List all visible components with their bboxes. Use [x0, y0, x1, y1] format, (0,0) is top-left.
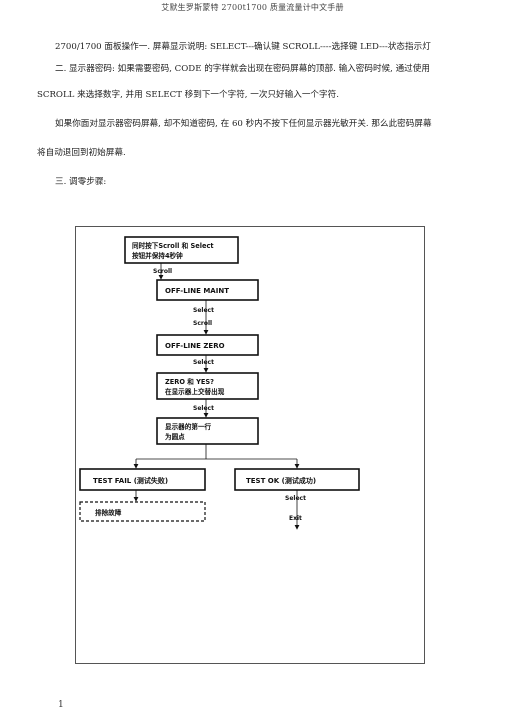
- flow-box-zero-yes-line1: ZERO 和 YES?: [165, 377, 214, 386]
- flow-box-offline-maint: [156, 279, 259, 301]
- flow-box-zero-yes: [156, 372, 259, 400]
- flow-box-first-line-dots-line2: 为圆点: [165, 432, 185, 441]
- paragraph-password-2: SCROLL 来选择数字, 并用 SELECT 移到下一个字符, 一次只好输入一…: [37, 90, 339, 100]
- flow-label-select-3: Select: [193, 405, 214, 412]
- flow-box-troubleshoot-text: 排除故障: [95, 508, 122, 517]
- paragraph-password-4: 将自动退回到初始屏幕.: [37, 148, 126, 158]
- flow-label-scroll-1: Scroll: [153, 268, 172, 275]
- flow-box-zero-yes-line2: 在显示器上交替出现: [165, 387, 225, 396]
- flow-box-test-fail-text: TEST FAIL (测试失败): [93, 476, 168, 485]
- section-heading-zero: 三. 调零步骤:: [55, 177, 107, 187]
- flow-box-first-line-dots: [156, 417, 259, 445]
- flow-label-select-4: Select: [285, 495, 306, 502]
- flow-box-first-line-dots-line1: 显示器的第一行: [165, 422, 212, 431]
- flow-box-offline-zero: [156, 334, 259, 356]
- flow-box-test-fail: [79, 468, 206, 491]
- page-header: 艾默生罗斯蒙特 2700t1700 质量流量计中文手册: [161, 3, 344, 12]
- page-number: 1: [58, 700, 64, 710]
- flow-label-select-2: Select: [193, 359, 214, 366]
- flow-label-select-1: Select: [193, 307, 214, 314]
- paragraph-password-1: 二. 显示器密码: 如果需要密码, CODE 的字样就会出现在密码屏幕的顶部. …: [55, 64, 430, 74]
- paragraph-panel-intro: 2700/1700 面板操作一. 屏幕显示说明: SELECT---确认键 SC…: [55, 42, 431, 52]
- flow-box-test-ok-text: TEST OK (测试成功): [246, 476, 316, 485]
- flow-label-scroll-2: Scroll: [193, 320, 212, 327]
- flow-box-offline-zero-text: OFF-LINE ZERO: [165, 342, 225, 350]
- flow-box-troubleshoot: [79, 501, 206, 522]
- zero-procedure-flowchart: 同时按下Scroll 和 Select 按钮并保持4秒钟 Scroll OFF-…: [75, 226, 425, 664]
- flow-box-hold-buttons: [124, 236, 239, 264]
- flow-box-hold-buttons-line2: 按钮并保持4秒钟: [132, 251, 183, 260]
- paragraph-password-3: 如果你面对显示器密码屏幕, 却不知道密码, 在 60 秒内不按下任何显示器光敏开…: [55, 119, 432, 129]
- flow-box-offline-maint-text: OFF-LINE MAINT: [165, 287, 229, 295]
- flow-label-exit: Exit: [289, 515, 302, 522]
- flow-box-hold-buttons-line1: 同时按下Scroll 和 Select: [132, 241, 214, 250]
- flowchart-frame: [75, 226, 425, 664]
